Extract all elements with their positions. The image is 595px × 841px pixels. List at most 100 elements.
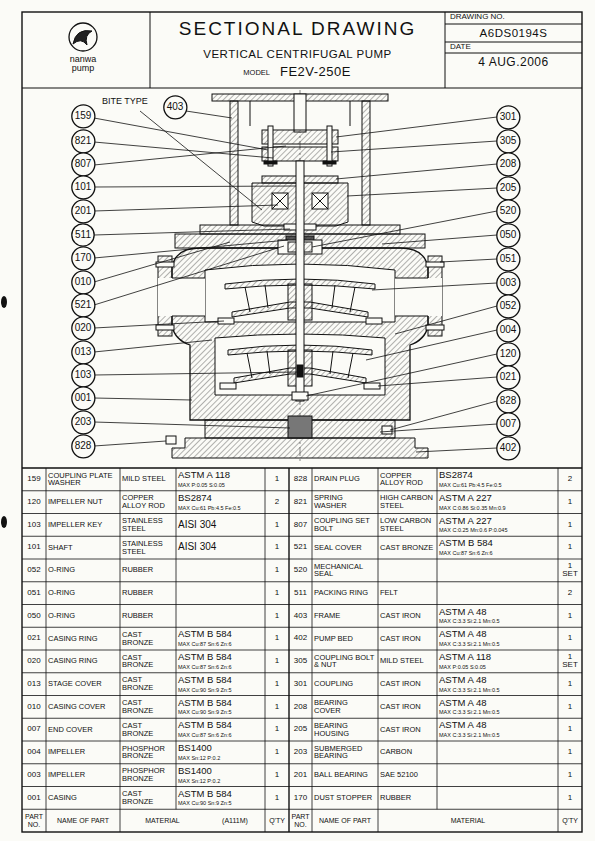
header-divider (150, 12, 151, 88)
material-spec: ASTM A 48 (439, 629, 487, 639)
callout-number: 004 (500, 325, 517, 335)
part-name: IMPELLER (48, 771, 85, 779)
callout-number: 521 (75, 300, 92, 310)
model-label: MODEL (243, 69, 270, 77)
material-cell: CAST IRON (378, 627, 437, 650)
callout-bubble: 051 (496, 247, 521, 272)
material-limits: MAX Cu:61 Pb:4.5 Fe:0.5 (178, 506, 241, 512)
quantity-cell: 1 SET (558, 650, 582, 673)
material-spec: BS2874 (178, 493, 212, 503)
material-limits-cell: MAX Cu:87 Sn:6 Zn:6 (437, 550, 558, 559)
material-limits: MAX P:0.05 S:0.05 (439, 665, 486, 671)
callout-outline (496, 294, 519, 317)
callout-outline (496, 152, 519, 175)
model-number-cell: FE2V-250E (278, 65, 418, 79)
material-limits: MAX Cu:87 Sn:6 Zn:6 (439, 551, 493, 557)
callout-outline (496, 223, 519, 246)
quantity-cell: 1 (558, 605, 582, 628)
callout-bubble: 020 (71, 316, 96, 341)
part-number: 170 (294, 794, 307, 802)
callout-outline (72, 224, 94, 246)
material-spec-cell: BS2874 (176, 491, 265, 504)
callout-bubble: 003 (496, 271, 521, 296)
header-rule (445, 53, 582, 54)
part-name: SEAL COVER (314, 544, 362, 552)
callout-outline (496, 365, 519, 388)
part-name-cell: SEAL COVER (312, 536, 378, 559)
material-cell: FELT (378, 582, 437, 605)
part-number-cell: 020 (22, 650, 46, 673)
part-name-cell: SUBMERGED BEARING (312, 741, 378, 764)
callout-bubble: 050 (496, 223, 521, 248)
material-cell: PHOSPHOR BRONZE (120, 764, 176, 787)
material-limits-cell: MAX C:3.3 Si:2.1 Mn:0.5 (437, 686, 558, 695)
part-number: 007 (27, 725, 40, 733)
callout-bubble: 828 (496, 389, 521, 414)
quantity-cell: 2 (558, 468, 582, 491)
flange-bolt (426, 325, 444, 330)
part-number-cell: 521 (289, 536, 312, 559)
material-limits: MAX C:0.86 Si:0.35 Mn:0.9 (439, 506, 506, 512)
part-name: CASING (48, 794, 77, 802)
frame-window (350, 101, 351, 126)
quantity-cell: 1 (265, 741, 289, 764)
material-limits: MAX C:3.3 Si:2.1 Mn:0.5 (439, 688, 500, 694)
material-spec: ASTM A 227 (439, 493, 492, 503)
part-name-cell: O-RING (46, 559, 120, 582)
callout-bubble: 052 (496, 294, 521, 319)
submerged-bearing (288, 416, 312, 438)
material-spec: ASTM B 584 (178, 789, 232, 799)
coupling-bolt (327, 126, 332, 166)
casing-ring (364, 383, 380, 389)
material-limits-cell: MAX C:0.25 Mn:0.6 P:0.045 (437, 527, 558, 536)
column-header-cell: Q'TY (558, 809, 582, 832)
material-cell: CAST BRONZE (120, 673, 176, 696)
table-rule (22, 627, 582, 628)
material-spec: ASTM A 48 (439, 698, 487, 708)
binding-hole (1, 296, 7, 308)
material-limits: MAX Cu:87 Sn:6 Zn:6 (178, 733, 232, 739)
quantity-cell: 1 (558, 491, 582, 514)
material-spec: ASTM A 48 (439, 720, 487, 730)
part-number: 403 (294, 612, 307, 620)
material: CAST IRON (380, 680, 421, 688)
callout-outline (496, 342, 519, 365)
part-number-cell: 203 (289, 741, 312, 764)
part-number-cell: 052 (22, 559, 46, 582)
quantity: 1 (275, 521, 279, 529)
part-name-cell: O-RING (46, 582, 120, 605)
column-header-cell: MATERIAL (378, 809, 558, 832)
sheet-frame (22, 12, 582, 832)
material-spec-cell: ASTM A 227 (437, 514, 558, 527)
part-name: CASING RING (48, 635, 98, 643)
callout-bubble: 101 (71, 175, 96, 200)
callout-bubble: 159 (71, 104, 96, 129)
material-spec-cell: ASTM A 48 (437, 719, 558, 732)
quantity: 1 (275, 475, 279, 483)
material-limits-cell: MAX Cu:87 Sn:6 Zn:6 (176, 641, 265, 650)
callout-number: 520 (500, 206, 517, 216)
material-limits: MAX Cu:90 Sn:9 Zn:5 (178, 688, 232, 694)
part-name: BEARING COVER (314, 699, 376, 715)
part-number-cell: 120 (22, 491, 46, 514)
material: RUBBER (122, 566, 153, 574)
material-cell: CAST BRONZE (120, 787, 176, 810)
material: CAST BRONZE (122, 790, 174, 806)
callout-outline (71, 152, 94, 175)
part-number-cell: 821 (289, 491, 312, 514)
quantity: 1 (568, 703, 572, 711)
column-header-cell: PART NO. (22, 809, 46, 832)
material-spec-cell: BS1400 (176, 764, 265, 777)
material-spec-cell: ASTM B 584 (437, 537, 558, 550)
quantity: 1 (275, 703, 279, 711)
part-number-cell: 828 (289, 468, 312, 491)
part-number: 821 (294, 498, 307, 506)
material: CAST IRON (380, 726, 421, 734)
table-rule (22, 513, 582, 514)
material-spec-cell: ASTM A 118 (176, 469, 265, 482)
part-number: 003 (27, 771, 40, 779)
column-header: MATERIAL (451, 817, 486, 824)
part-name-cell: CASING RING (46, 650, 120, 673)
part-name-cell: BALL BEARING (312, 764, 378, 787)
drawing-number: A6DS0194S (480, 27, 548, 39)
